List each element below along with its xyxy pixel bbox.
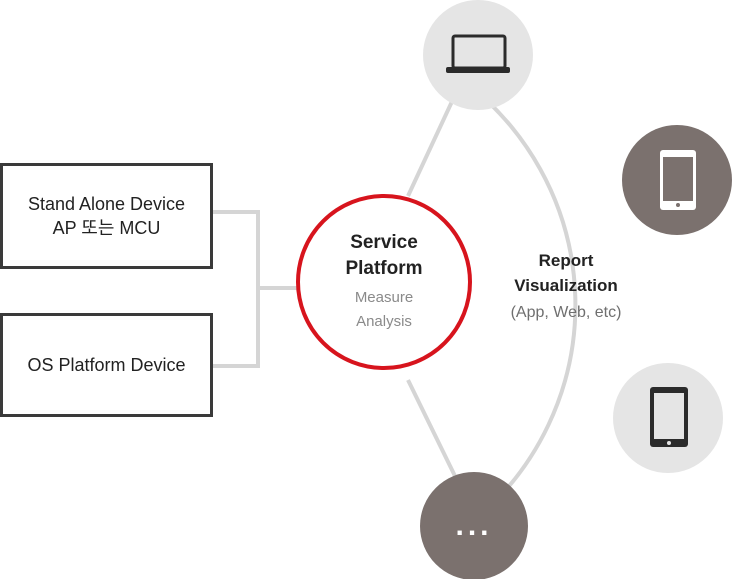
smartphone-icon — [660, 150, 696, 210]
tablet-icon — [650, 387, 688, 447]
stand-alone-device-box: Stand Alone Device AP 또는 MCU — [0, 163, 213, 269]
node-tablet — [613, 363, 723, 473]
node-smartphone — [622, 125, 732, 235]
os-platform-device-box: OS Platform Device — [0, 313, 213, 417]
service-platform-sub-2: Analysis — [356, 313, 412, 330]
report-title-1: Report — [538, 251, 594, 270]
report-visualization-label: Report Visualization (App, Web, etc) — [486, 248, 646, 328]
laptop-icon — [446, 34, 510, 73]
node-more — [420, 472, 528, 579]
service-platform-title-2: Platform — [345, 258, 423, 279]
connection-arc — [406, 76, 578, 523]
bracket-connector — [212, 210, 298, 368]
service-platform-title-1: Service — [350, 232, 418, 253]
service-platform-sub-1: Measure — [354, 289, 414, 306]
report-sub: (App, Web, etc) — [510, 304, 622, 321]
report-title-2: Visualization — [514, 276, 618, 295]
more-icon: ... — [455, 509, 493, 542]
stand-alone-device-label: Stand Alone Device — [27, 194, 186, 214]
service-platform-circle: Service Platform Measure Analysis — [296, 194, 472, 370]
node-laptop — [423, 0, 533, 110]
os-platform-device-label: OS Platform Device — [27, 355, 186, 375]
stand-alone-device-sublabel: AP 또는 MCU — [52, 218, 161, 238]
